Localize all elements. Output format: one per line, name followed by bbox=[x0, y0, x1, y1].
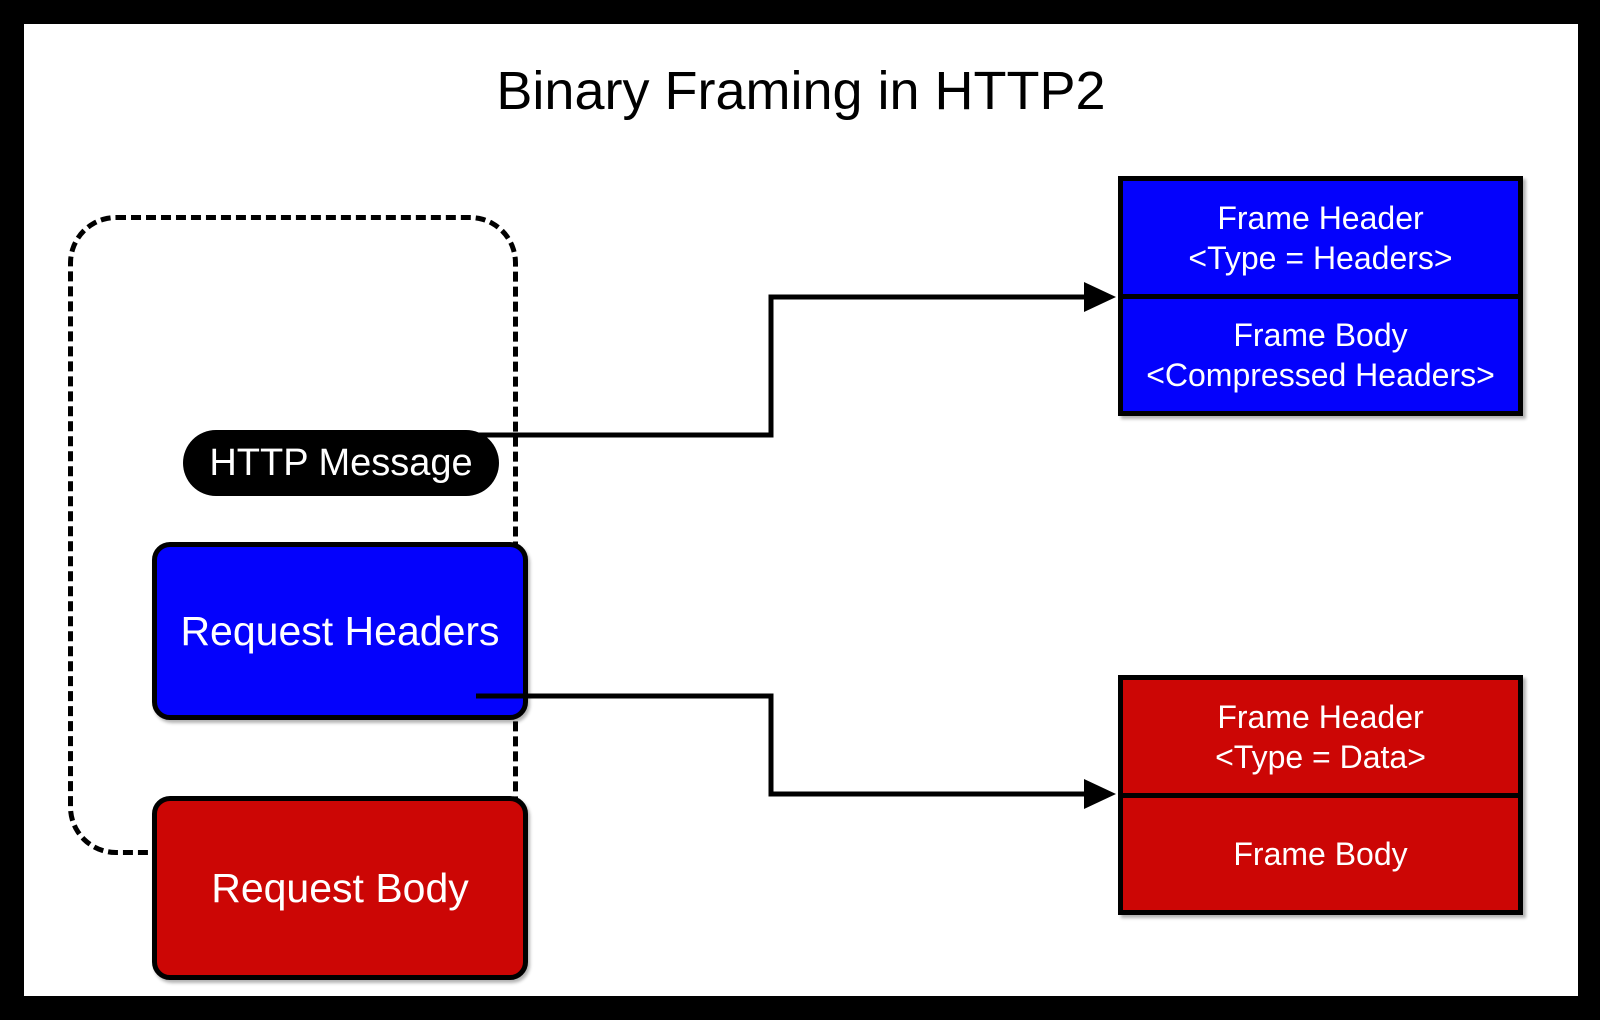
frame-header-type: <Type = Data> bbox=[1215, 738, 1426, 775]
data-frame-box: Frame Header <Type = Data> Frame Body bbox=[1118, 675, 1523, 915]
http-message-group: HTTP Message Request Headers Request Bod… bbox=[68, 215, 528, 980]
data-frame-body-section: Frame Body bbox=[1123, 798, 1518, 910]
headers-frame-header-section: Frame Header <Type = Headers> bbox=[1123, 181, 1518, 299]
frame-body-label: Frame Body bbox=[1233, 317, 1408, 353]
request-body-box: Request Body bbox=[152, 796, 528, 980]
frame-body-content: <Compressed Headers> bbox=[1146, 357, 1495, 393]
request-headers-box: Request Headers bbox=[152, 542, 528, 720]
frame-body-label: Frame Body bbox=[1233, 836, 1408, 872]
frame-header-label: Frame Header bbox=[1217, 698, 1424, 735]
arrowhead-icon bbox=[1084, 779, 1116, 809]
diagram-canvas: Binary Framing in HTTP2 HTTP Message Req… bbox=[24, 24, 1578, 996]
data-connector-arrow bbox=[476, 693, 1116, 809]
headers-frame-box: Frame Header <Type = Headers> Frame Body… bbox=[1118, 176, 1523, 416]
headers-frame-body-section: Frame Body <Compressed Headers> bbox=[1123, 299, 1518, 411]
http-message-label: HTTP Message bbox=[183, 430, 499, 496]
arrowhead-icon bbox=[1084, 282, 1116, 312]
diagram-title: Binary Framing in HTTP2 bbox=[496, 61, 1106, 121]
frame-header-label: Frame Header bbox=[1217, 199, 1424, 236]
frame-header-type: <Type = Headers> bbox=[1188, 239, 1453, 276]
headers-connector-arrow bbox=[476, 282, 1116, 438]
data-frame-header-section: Frame Header <Type = Data> bbox=[1123, 680, 1518, 798]
